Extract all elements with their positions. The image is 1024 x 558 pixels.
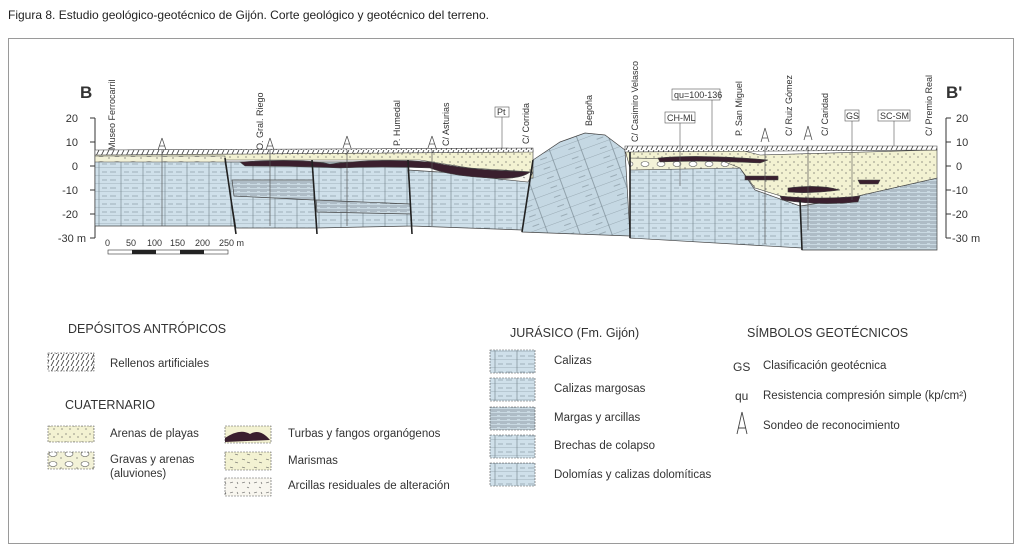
location-label: C/ Ruiz Gómez — [784, 74, 794, 136]
scale-tick: 150 — [170, 238, 185, 248]
legend-item: Calizas margosas — [554, 383, 646, 395]
rellenos-layer — [94, 145, 938, 156]
scale-tick: 250 m — [219, 238, 244, 248]
tag-ch-ml: CH-ML — [667, 113, 696, 123]
swatch-arenas — [47, 425, 95, 443]
tick-label: -20 — [62, 209, 78, 221]
drill-tower-icon — [265, 137, 275, 151]
faults — [224, 152, 803, 251]
legend-item: Sondeo de reconocimiento — [763, 420, 900, 432]
legend-item: Resistencia compresión simple (kp/cm²) — [763, 390, 967, 402]
dolomias-block — [521, 132, 631, 237]
legend-antropicos-title: DEPÓSITOS ANTRÓPICOS — [68, 322, 227, 336]
swatch-dolomias — [489, 462, 536, 487]
location-label: C/ Caridad — [820, 93, 830, 136]
tick-label: -10 — [952, 185, 968, 197]
tick-label: -30 m — [952, 233, 980, 245]
scale-bar: 0 50 100 150 200 250 m — [105, 238, 244, 255]
gs-symbol: GS — [733, 360, 751, 374]
drill-tower-icon — [157, 137, 167, 151]
sondeo-legend-icon — [736, 411, 748, 435]
quaternary — [94, 149, 938, 204]
drill-tower-icon — [760, 127, 770, 143]
figure-caption: Figura 8. Estudio geológico-geotécnico d… — [8, 8, 489, 22]
location-label: O. Gral. Riego — [255, 92, 265, 150]
location-label: P. San Miguel — [734, 81, 744, 136]
swatch-rellenos — [47, 352, 95, 372]
legend-simbolos-title: SÍMBOLOS GEOTÉCNICOS — [747, 326, 909, 340]
tick-label: -20 — [952, 209, 968, 221]
swatch-brechas — [489, 434, 536, 459]
legend-item: Dolomías y calizas dolomíticas — [554, 469, 712, 481]
legend-item: Turbas y fangos organógenos — [288, 428, 441, 440]
tick-label: 10 — [956, 137, 968, 149]
tick-label: -30 m — [58, 233, 86, 245]
legend-item: Margas y arcillas — [554, 412, 641, 424]
scale-tick: 100 — [147, 238, 162, 248]
swatch-calizas — [489, 349, 536, 374]
location-label: C/ Asturias — [441, 102, 451, 146]
turbas-layer — [657, 156, 769, 164]
legend-jurasico-title: JURÁSICO (Fm. Gijón) — [510, 326, 640, 340]
swatch-margas — [489, 406, 536, 431]
tag-gs: GS — [846, 111, 859, 121]
location-label: C/ Corrida — [521, 103, 531, 144]
drill-tower-icon — [342, 135, 352, 149]
sondeo-icons — [157, 125, 813, 151]
tag-pt: Pt — [497, 107, 506, 117]
calizas-block — [94, 157, 237, 227]
location-label: P. Humedal — [392, 100, 402, 146]
location-label: C/ Casimiro Velasco — [630, 61, 640, 142]
legend-item: Arenas de playas — [110, 428, 199, 440]
legend-item: (aluviones) — [110, 468, 167, 480]
legend-item: Rellenos artificiales — [110, 358, 210, 370]
swatch-marismas — [224, 451, 272, 471]
legend-swatches — [47, 349, 536, 497]
left-depth-axis: 20 10 0 -10 -20 -30 m — [58, 113, 96, 245]
tag-sc-sm: SC-SM — [880, 111, 909, 121]
scale-tick: 200 — [195, 238, 210, 248]
legend-item: Arcillas residuales de alteración — [288, 480, 450, 492]
drill-tower-icon — [427, 135, 437, 149]
tick-label: 20 — [956, 113, 968, 125]
section-end-label: B' — [946, 83, 962, 102]
legend-item: Gravas y arenas — [110, 454, 195, 466]
location-label: Museo Ferrocarril — [107, 79, 117, 150]
scale-tick: 0 — [105, 238, 110, 248]
tag-qu: qu=100-136 — [674, 90, 722, 100]
drill-tower-icon — [803, 125, 813, 141]
legend-item: Marismas — [288, 455, 338, 467]
right-depth-axis: 20 10 0 -10 -20 -30 m — [945, 113, 980, 245]
swatch-calizas-margosas — [489, 377, 536, 402]
figure-frame — [8, 38, 1014, 544]
tick-label: 0 — [956, 161, 962, 173]
section-start-label: B — [80, 83, 92, 102]
tick-label: 20 — [66, 113, 78, 125]
swatch-gravas — [47, 451, 95, 470]
qu-symbol: qu — [735, 389, 749, 403]
swatch-arcillas — [224, 477, 272, 497]
location-label: Begoña — [584, 95, 594, 126]
legend-item: Clasificación geotécnica — [763, 360, 887, 372]
legend-item: Calizas — [554, 355, 592, 367]
location-label: C/ Premio Real — [924, 75, 934, 136]
calizas-block — [311, 161, 413, 229]
tick-label: 0 — [72, 161, 78, 173]
scale-tick: 50 — [126, 238, 136, 248]
legend-item: Brechas de colapso — [554, 440, 656, 452]
bedrock — [94, 132, 938, 251]
legend-cuaternario-title: CUATERNARIO — [65, 398, 156, 412]
tick-label: 10 — [66, 137, 78, 149]
location-labels: Museo Ferrocarril O. Gral. Riego P. Hume… — [107, 61, 934, 150]
tick-label: -10 — [62, 185, 78, 197]
